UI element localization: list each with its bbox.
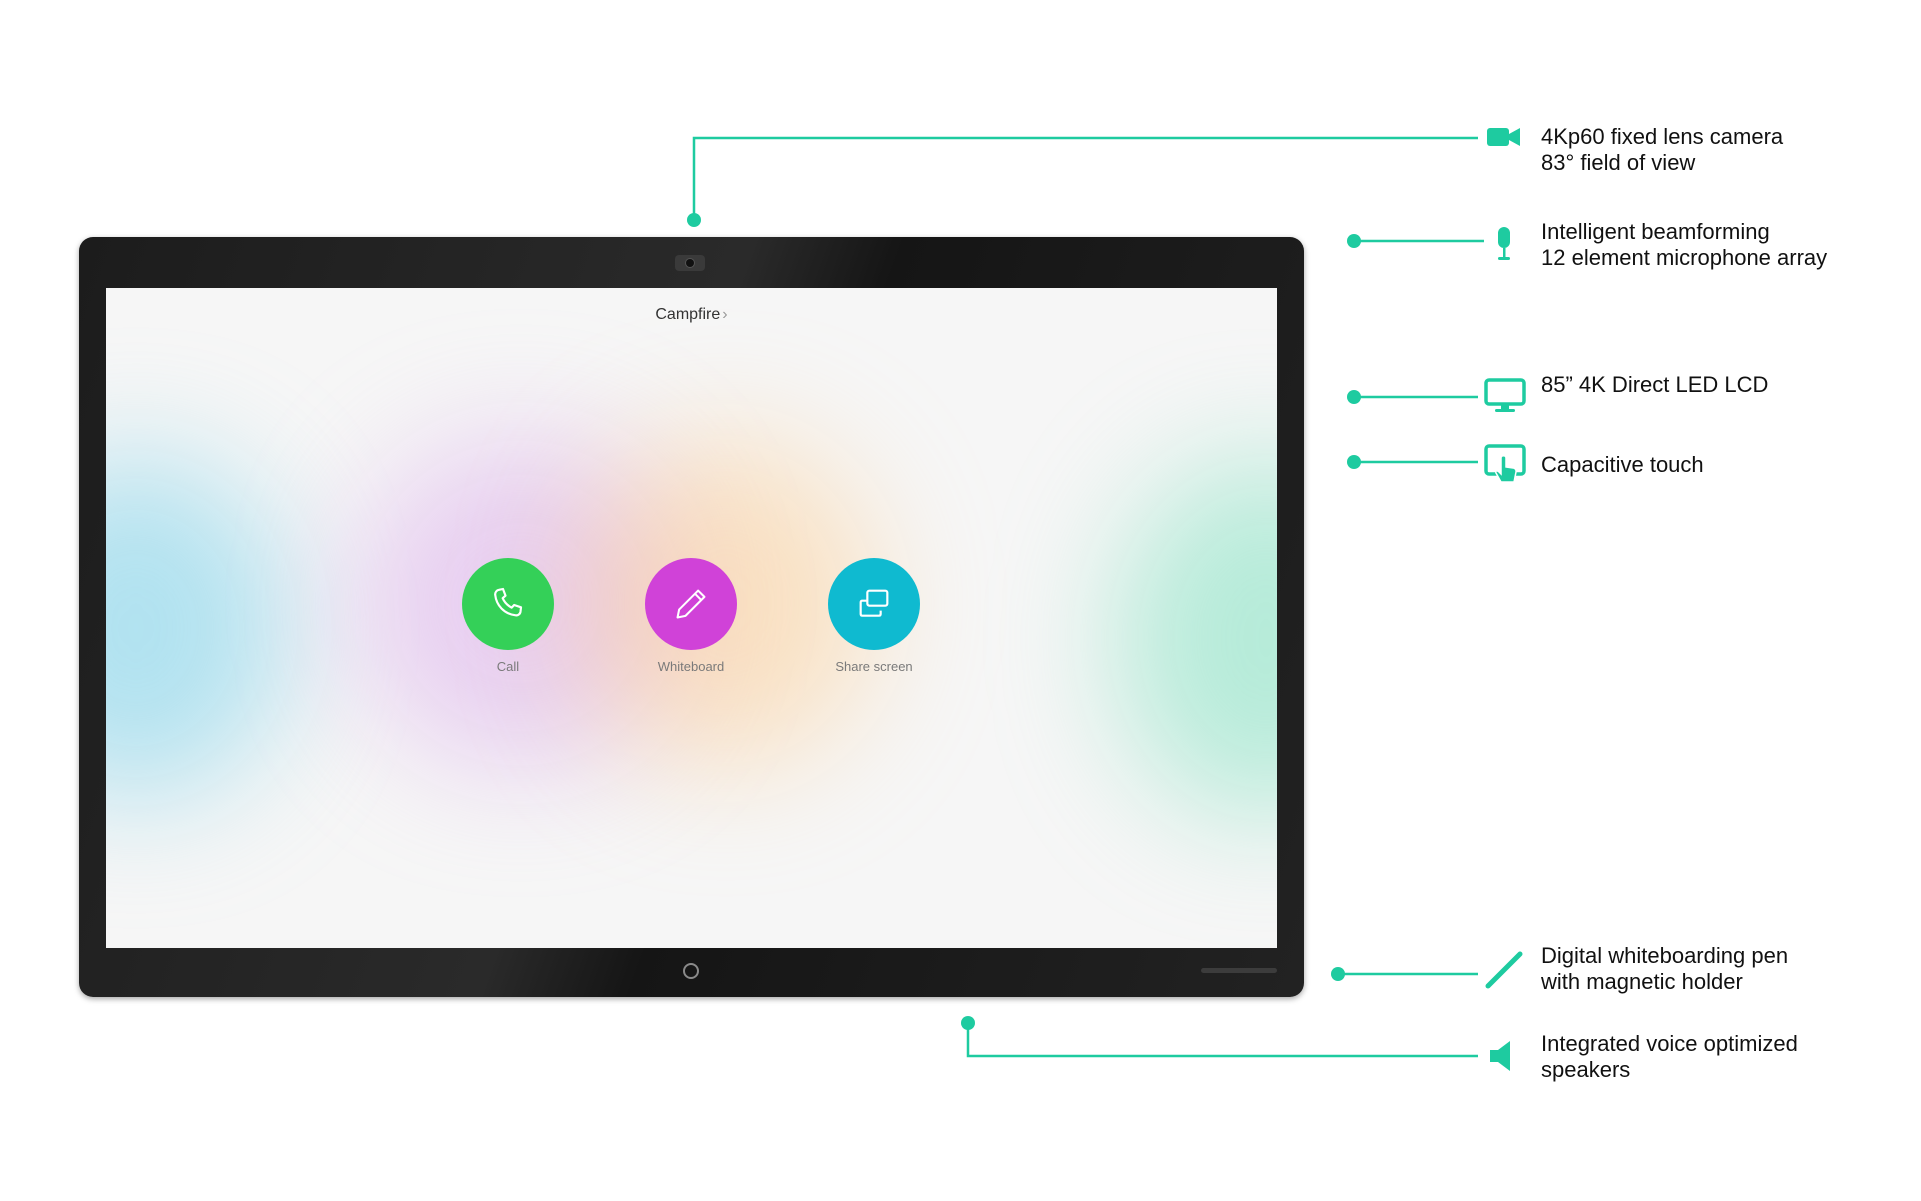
share-screen-label: Share screen: [835, 659, 913, 674]
call-circle[interactable]: [462, 558, 554, 650]
phone-icon: [494, 587, 523, 617]
callout-speaker-line1: Integrated voice optimized: [1541, 1031, 1798, 1056]
share-screen-circle[interactable]: [828, 558, 920, 650]
callout-microphone: Intelligent beamforming 12 element micro…: [1541, 219, 1827, 271]
whiteboard-label: Whiteboard: [657, 659, 725, 674]
callout-microphone-line1: Intelligent beamforming: [1541, 219, 1770, 244]
speaker-grill: [1201, 968, 1277, 973]
callout-display-line1: 85” 4K Direct LED LCD: [1541, 372, 1769, 397]
callout-camera-line2: 83° field of view: [1541, 150, 1696, 175]
touch-icon: [1484, 444, 1526, 483]
pencil-icon: [676, 589, 706, 619]
callout-camera-line1: 4Kp60 fixed lens camera: [1541, 124, 1784, 149]
speaker-leader-dot: [961, 1016, 975, 1030]
lcd-leader-dot: [1347, 390, 1361, 404]
board-device: Campfire› Call Whiteboard: [79, 237, 1304, 997]
camera-leader-line: [692, 136, 1478, 220]
share-screen-icon: [859, 589, 889, 617]
room-name-label: Campfire: [655, 306, 721, 323]
camera-leader-dot: [687, 213, 701, 227]
call-label: Call: [496, 659, 520, 674]
chevron-right-icon: ›: [722, 306, 728, 323]
callout-touch: Capacitive touch: [1541, 452, 1704, 478]
callout-pen-line2: with magnetic holder: [1541, 969, 1743, 994]
whiteboard-circle[interactable]: [645, 558, 737, 650]
video-camera-icon: [1487, 128, 1520, 146]
callout-display: 85” 4K Direct LED LCD: [1541, 372, 1768, 398]
speaker-leader-line: [966, 1023, 1478, 1058]
call-button[interactable]: Call: [428, 558, 588, 674]
mic-leader-dot: [1347, 234, 1361, 248]
pen-icon: [1485, 951, 1523, 989]
share-screen-button[interactable]: Share screen: [794, 558, 954, 674]
callout-pen: Digital whiteboarding pen with magnetic …: [1541, 943, 1788, 995]
callout-camera: 4Kp60 fixed lens camera 83° field of vie…: [1541, 124, 1783, 176]
callout-microphone-line2: 12 element microphone array: [1541, 245, 1828, 270]
home-button[interactable]: [683, 963, 699, 979]
touch-leader-dot: [1347, 455, 1361, 469]
pen-leader-dot: [1331, 967, 1345, 981]
callout-speaker-line2: speakers: [1541, 1057, 1631, 1082]
monitor-icon: [1484, 378, 1526, 412]
speaker-icon: [1490, 1041, 1510, 1071]
callout-pen-line1: Digital whiteboarding pen: [1541, 943, 1789, 968]
device-screen: Campfire› Call Whiteboard: [106, 288, 1277, 948]
callout-touch-line1: Capacitive touch: [1541, 452, 1704, 477]
room-name[interactable]: Campfire›: [106, 306, 1277, 324]
device-camera: [675, 255, 705, 271]
whiteboard-button[interactable]: Whiteboard: [611, 558, 771, 674]
callout-speaker: Integrated voice optimized speakers: [1541, 1031, 1798, 1083]
microphone-icon: [1498, 227, 1510, 260]
